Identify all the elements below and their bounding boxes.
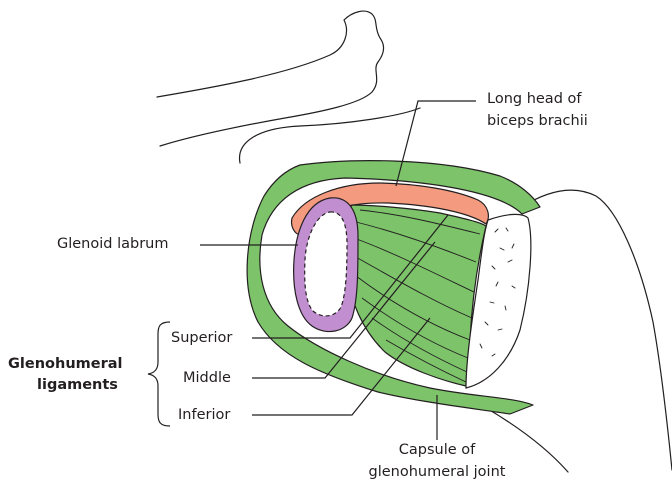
inferior-label: Inferior — [178, 406, 230, 424]
glenohumeral-ligaments-label-line1: Glenohumeral — [8, 355, 123, 373]
humerus-head-outline — [520, 190, 672, 470]
capsule-label-line1: Capsule of — [370, 441, 504, 459]
ligaments-brace — [148, 322, 170, 426]
glenohumeral-ligaments-fan — [344, 205, 486, 386]
biceps-label-line1: Long head of — [487, 90, 581, 108]
clavicle-outline — [157, 11, 384, 146]
capsule-label-line2: glenohumeral joint — [345, 463, 529, 481]
glenoid-labrum-label: Glenoid labrum — [57, 235, 168, 253]
superior-label: Superior — [171, 329, 232, 347]
biceps-label-line2: biceps brachii — [487, 112, 588, 130]
acromion-outline — [240, 108, 420, 163]
glenohumeral-ligaments-label-line2: ligaments — [37, 376, 118, 394]
middle-label: Middle — [183, 369, 231, 387]
